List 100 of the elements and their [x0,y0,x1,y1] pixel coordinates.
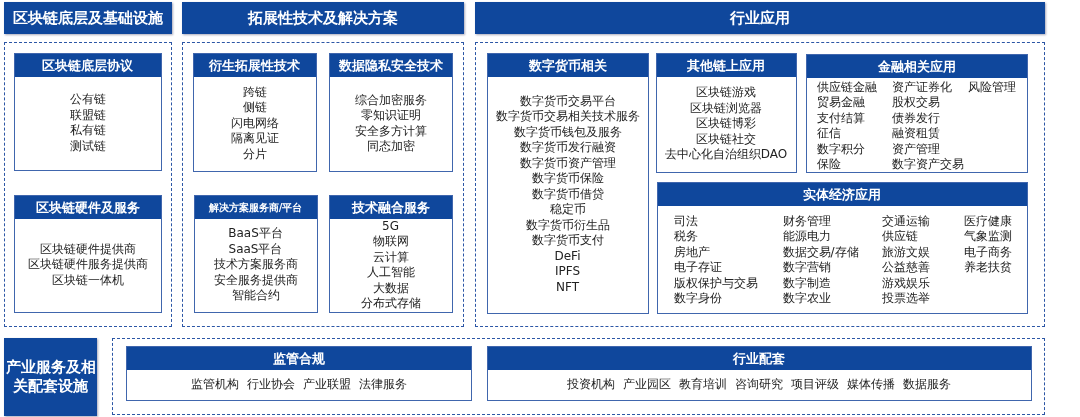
card-title: 行业配套 [487,346,1031,370]
list-item: 区块链游戏 [696,85,756,101]
list-item: 旅游文娱 [881,244,930,260]
list-item: 人工智能 [366,265,415,281]
list-item: 能源电力 [782,229,831,245]
list-item: 供应链金融 [816,79,877,95]
list-item: 区块链浏览器 [690,100,762,117]
list-item: 数字积分 [816,141,865,157]
dashed-frame [112,338,1045,415]
list-item: 区块链硬件提供商 [39,241,136,258]
list-item: 数字货币钱包及服务 [513,124,622,141]
list-item: 法律服务 [358,376,407,393]
list-item: 交通运输 [881,213,930,229]
category-card [805,53,1028,173]
list-item: BaaS平台 [228,226,283,242]
card-title: 区块链硬件及服务 [14,195,161,219]
list-item: 养老扶贫 [963,260,1012,276]
list-item: 去中心化自治组织DAO [664,147,788,163]
list-item: 智能合约 [231,288,280,304]
list-item: 安全多方计算 [354,123,427,139]
list-item: 综合加密服务 [354,92,427,108]
list-item: 支付结算 [816,110,865,126]
list-item: 风险管理 [967,79,1016,95]
dashed-frame [475,42,1045,327]
list-item: 征信 [816,126,841,142]
list-item: 产业园区 [623,376,671,393]
category-card [486,52,649,314]
list-item: 安全服务提供商 [213,272,298,289]
list-item: 贸易金融 [816,95,865,111]
list-item: SaaS平台 [228,241,283,258]
category-card [486,345,1032,401]
list-item: 医疗健康 [963,213,1012,229]
list-item: 区块链社交 [696,131,756,148]
card-title: 数字货币相关 [487,53,648,77]
list-item: 数字货币借贷 [531,186,604,203]
section-header: 行业应用 [475,2,1045,34]
list-item: 股权交易 [891,95,940,111]
list-item: 公益慈善 [881,260,930,276]
list-item: 公有链 [69,92,106,108]
list-item: 教育培训 [679,376,727,393]
list-item: 数字货币资产管理 [519,155,616,172]
list-item: 版权保护与交易 [673,275,758,291]
list-item: 5G [382,218,399,234]
category-card [125,345,472,401]
list-item: 项目评级 [791,376,839,393]
list-item: 咨询研究 [735,376,783,393]
category-card [656,181,1028,314]
card-title: 其他链上应用 [656,53,796,77]
list-item: 私有链 [69,123,106,139]
list-item: 媒体传播 [847,376,895,393]
list-item: 零知识证明 [360,108,421,124]
list-item: 数字货币支付 [531,233,604,249]
list-item: 联盟链 [69,107,106,123]
card-title: 实体经济应用 [657,182,1027,206]
list-item: 税务 [673,229,698,245]
list-item: 数字货币衍生品 [525,217,610,234]
list-item: 融资租赁 [891,126,940,142]
category-card [328,194,453,313]
list-item: 数字货币发行融资 [519,140,616,156]
card-title: 技术融合服务 [329,195,452,219]
list-item: 数字货币保险 [531,171,604,187]
list-item: DeFi [554,248,581,265]
list-item: 财务管理 [782,213,831,229]
list-item: 测试链 [69,138,106,154]
list-item: 数据服务 [903,376,951,393]
list-item: 隔离见证 [230,131,279,147]
list-item: 游戏娱乐 [881,275,930,291]
list-item: IPFS [554,264,581,280]
list-item: 大数据 [372,280,409,296]
list-item: 侧链 [242,100,267,116]
category-card [13,194,162,313]
list-item: 分片 [242,146,267,163]
list-item: 数字农业 [782,291,831,307]
list-item: 电子商务 [963,244,1012,260]
category-card [13,52,162,171]
card-title: 监管合规 [126,346,471,370]
list-item: 数字货币交易平台 [519,93,616,110]
list-item: 物联网 [372,234,409,250]
list-item: 闪电网络 [230,115,279,132]
list-item: 产业联盟 [302,376,351,393]
list-item: 电子存证 [673,260,722,276]
list-item: 投票选举 [881,291,930,307]
list-item: 房地产 [673,244,710,260]
list-item: 区块链硬件服务提供商 [27,257,148,273]
dashed-frame [4,42,172,327]
card-title: 解决方案服务商/平台 [194,195,317,219]
card-title: 区块链底层协议 [14,53,161,77]
list-item: 监管机构 [190,376,239,393]
list-item: 行业协会 [246,376,295,393]
dashed-frame [182,42,464,327]
list-item: 供应链 [881,229,918,245]
category-card [192,52,317,172]
list-item: 投资机构 [567,376,615,393]
list-item: 数字货币交易相关技术服务 [495,109,640,125]
list-item: 数字资产交易 [891,157,964,173]
list-item: 保险 [816,157,841,173]
list-item: 跨链 [242,84,267,101]
list-item: 稳定币 [549,202,586,218]
section-header: 拓展性技术及解决方案 [182,2,464,34]
list-item: 数字营销 [782,260,831,276]
